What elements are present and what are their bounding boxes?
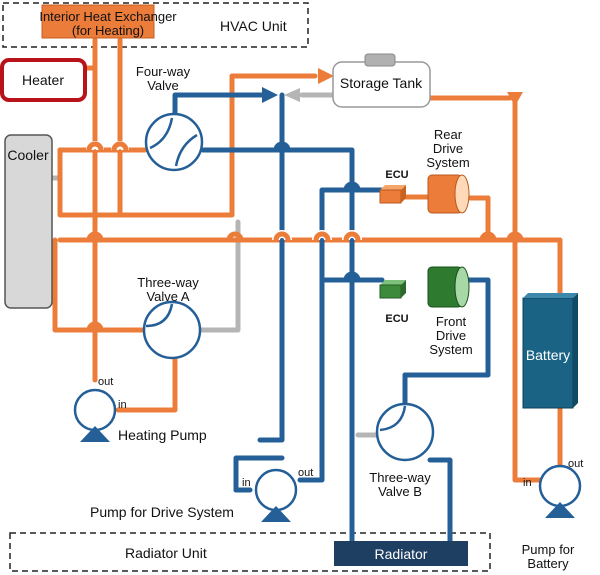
four-way-valve-label: Four-way [136,64,191,79]
front-drive-system-label-2: Drive [436,328,466,343]
radiator-label: Radiator [375,546,428,562]
storage-tank-label: Storage Tank [340,75,423,91]
battery-pump-in-label: in [523,477,532,489]
three-way-valve-a-sublabel: Valve A [146,289,189,304]
three-way-valve-b-label: Three-way [369,470,431,485]
line-crossovers [86,141,524,333]
interior-heat-exchanger-label: Interior Heat Exchanger [39,9,177,24]
arrow-bypass-return [284,88,300,102]
drive-system-pump [254,468,298,522]
radiator [334,541,468,566]
heating-pump-label: Heating Pump [118,427,207,443]
three-way-valve-a-label: Three-way [137,275,199,290]
battery-label: Battery [526,347,570,363]
three-way-valve-b [375,402,435,462]
arrow-to-battery-line [507,92,523,106]
battery-pump-label: Pump for [522,542,575,557]
rear-drive-motor [427,174,470,214]
front-ecu [379,280,406,299]
battery [522,293,578,409]
heating-pump-out-label: out [98,376,113,388]
three-way-valve-a [142,300,202,360]
rear-ecu-label: ECU [385,169,408,181]
drive-system-pump-label: Pump for Drive System [90,504,234,520]
hvac-unit-boundary [2,2,309,48]
rear-drive-system-label: Rear [434,127,463,142]
drive-pump-in-label: in [242,477,251,489]
radiator-unit-label: Radiator Unit [125,545,207,561]
heating-pump-in-label: in [118,399,127,411]
interior-heat-exchanger-sublabel: (for Heating) [72,23,144,38]
front-drive-system-label-3: System [429,342,472,357]
four-way-valve-sublabel: Valve [147,78,179,93]
cooler [4,134,53,309]
battery-pump-out-label: out [568,458,583,470]
front-ecu-label: ECU [385,313,408,325]
three-way-valve-b-sublabel: Valve B [378,484,422,499]
battery-pump [538,464,582,518]
arrow-from-four-way-valve [262,87,278,103]
rear-ecu [379,185,406,204]
radiator-unit-boundary [9,532,491,572]
storage-tank [332,53,431,108]
drive-pump-out-label: out [298,467,313,479]
arrow-to-storage-tank [318,68,334,84]
heater-label: Heater [22,72,64,88]
front-drive-motor [427,266,470,308]
heating-pump [73,388,117,442]
hvac-unit-label: HVAC Unit [220,18,287,34]
rear-drive-system-label-2: Drive [433,141,463,156]
hot-coolant-lines [52,37,563,483]
interior-heat-exchanger [41,4,155,39]
cooler-label: Cooler [7,147,49,163]
battery-pump-sublabel: Battery [527,556,569,571]
heater [0,58,87,102]
front-drive-system-label: Front [436,314,467,329]
four-way-valve [144,112,204,172]
rear-drive-system-label-3: System [426,155,469,170]
